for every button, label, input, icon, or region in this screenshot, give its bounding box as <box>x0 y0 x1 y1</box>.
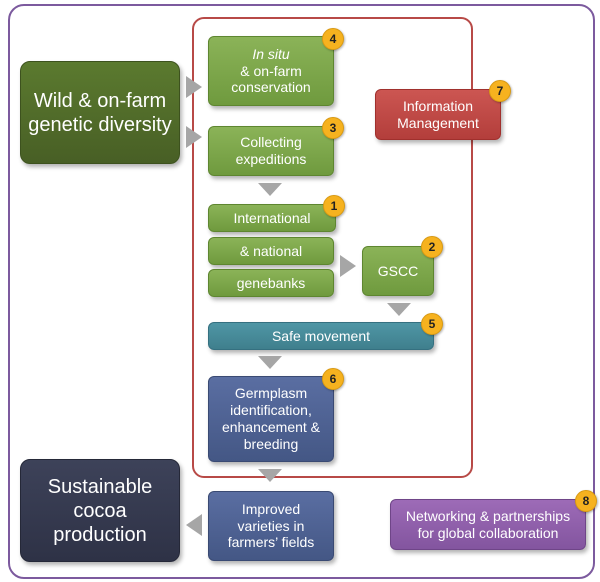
wild-diversity-label: Wild & on-farm genetic diversity <box>28 89 172 136</box>
badge-5: 5 <box>421 313 443 335</box>
safe-movement-label: Safe movement <box>271 327 371 344</box>
information-management-label: Information Management <box>397 97 479 131</box>
arrow-wild-to-insitu <box>186 76 202 98</box>
arrow-genebanks-to-gscc <box>340 255 356 277</box>
genebanks-box: genebanks <box>208 269 334 297</box>
badge-2: 2 <box>421 236 443 258</box>
in-situ-box: In situ & on-farm conservation <box>208 36 334 106</box>
badge-4: 4 <box>322 28 344 50</box>
international-label: International <box>233 209 311 226</box>
badge-3: 3 <box>322 117 344 139</box>
arrow-collecting-to-genebanks <box>258 183 282 196</box>
germplasm-box: Germplasm identification, enhancement & … <box>208 376 334 462</box>
gscc-label: GSCC <box>377 262 419 279</box>
arrow-germplasm-to-improved <box>258 469 282 482</box>
national-label: & national <box>239 242 303 259</box>
arrow-wild-to-collecting <box>186 126 202 148</box>
outer-frame <box>8 4 595 579</box>
improved-varieties-label: Improved varieties in farmers’ fields <box>227 500 315 551</box>
sustainable-production-box: Sustainable cocoa production <box>20 459 180 562</box>
badge-1: 1 <box>323 195 345 217</box>
genebanks-label: genebanks <box>236 274 306 291</box>
information-management-box: Information Management <box>375 89 501 140</box>
international-box: International <box>208 204 336 232</box>
badge-8: 8 <box>575 490 597 512</box>
germplasm-label: Germplasm identification, enhancement & … <box>221 385 321 452</box>
sustainable-production-label: Sustainable cocoa production <box>47 475 153 546</box>
collecting-box: Collecting expeditions <box>208 126 334 176</box>
badge-6: 6 <box>322 368 344 390</box>
arrow-gscc-to-safe-movement <box>387 303 411 316</box>
in-situ-label: In situ <box>252 45 290 62</box>
badge-7: 7 <box>489 80 511 102</box>
networking-partnerships-box: Networking & partnerships for global col… <box>390 499 586 550</box>
arrow-safe-movement-to-germplasm <box>258 356 282 369</box>
on-farm-conservation-label: & on-farm conservation <box>231 62 311 96</box>
gscc-box: GSCC <box>362 246 434 296</box>
arrow-improved-to-sustainable <box>186 514 202 536</box>
collecting-label: Collecting expeditions <box>235 134 307 167</box>
safe-movement-box: Safe movement <box>208 322 434 350</box>
networking-partnerships-label: Networking & partnerships for global col… <box>405 507 571 541</box>
national-box: & national <box>208 237 334 265</box>
improved-varieties-box: Improved varieties in farmers’ fields <box>208 491 334 561</box>
genebank-system-frame <box>192 17 473 478</box>
wild-diversity-box: Wild & on-farm genetic diversity <box>20 61 180 164</box>
